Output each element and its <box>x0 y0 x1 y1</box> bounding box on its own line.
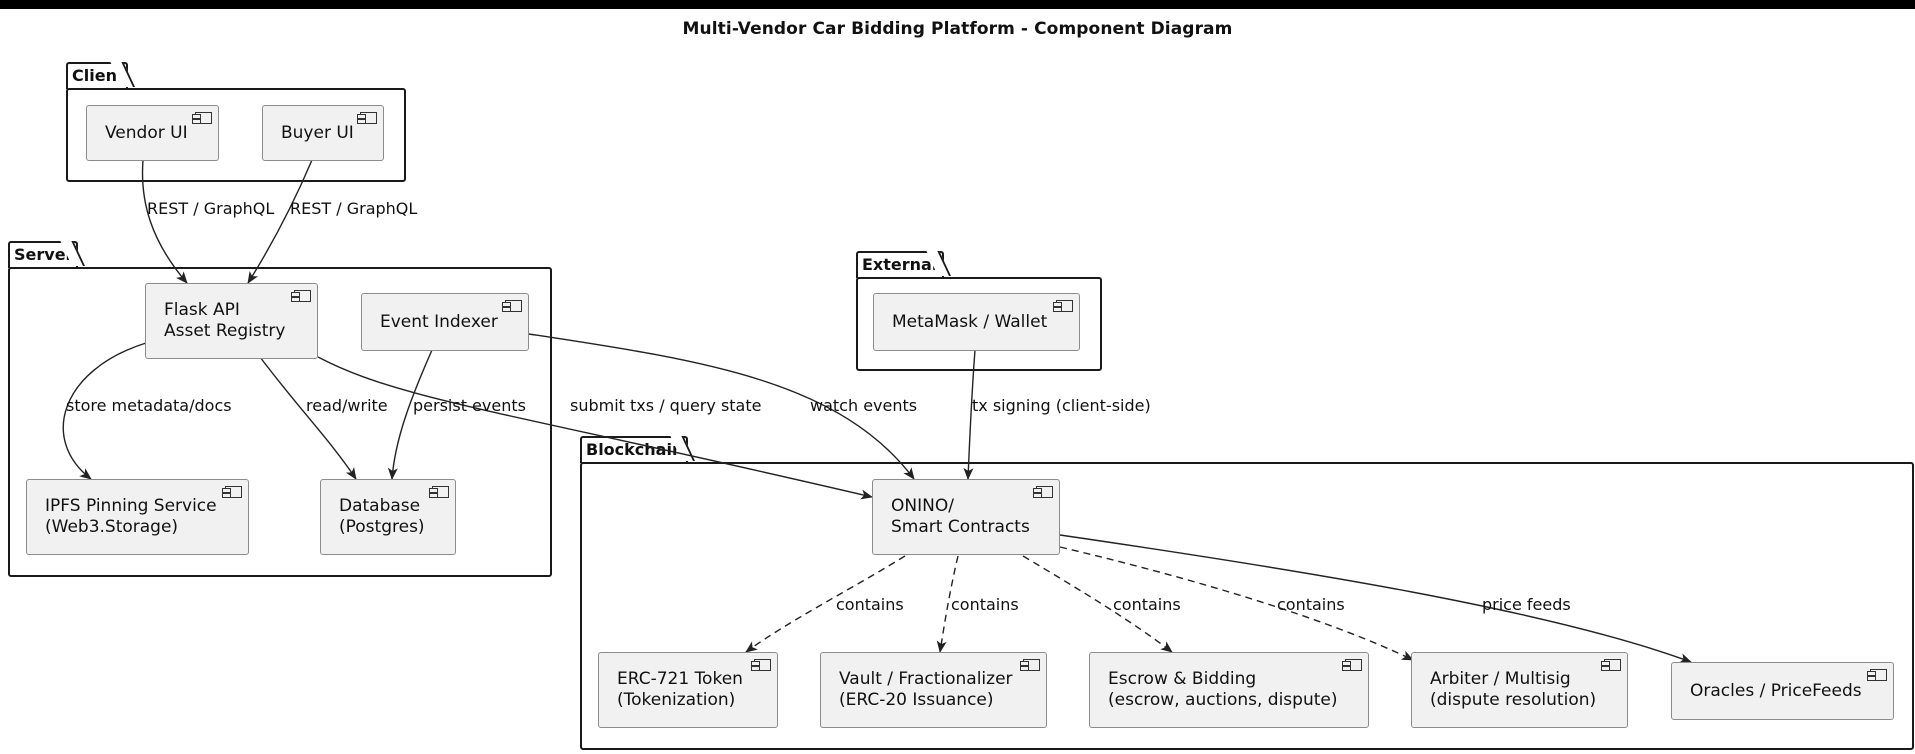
component-erc721: ERC-721 Token (Tokenization) <box>598 652 778 728</box>
diagram-title: Multi-Vendor Car Bidding Platform - Comp… <box>682 19 1233 39</box>
component-icon <box>222 486 242 498</box>
component-icon <box>502 300 522 312</box>
edge-vendor-to-flask <box>141 159 188 284</box>
component-metamask: MetaMask / Wallet <box>873 293 1080 351</box>
edge-label-vendor-to-flask: REST / GraphQL <box>147 199 275 218</box>
component-icon <box>192 112 212 124</box>
package-tab-server: Server <box>8 241 78 268</box>
component-vault: Vault / Fractionalizer (ERC-20 Issuance) <box>820 652 1047 728</box>
edge-indexer-to-db <box>387 349 433 480</box>
top-bar <box>0 0 1915 9</box>
component-onino: ONINO/ Smart Contracts <box>872 479 1060 555</box>
edge-onino-to-erc721 <box>745 555 906 653</box>
edge-onino-to-arbiter <box>1059 546 1414 661</box>
package-server <box>8 267 552 577</box>
component-icon <box>357 112 377 124</box>
edge-flask-to-ipfs <box>62 342 147 480</box>
edge-onino-to-escrow <box>1022 555 1173 653</box>
edge-onino-to-oracles <box>1059 534 1692 663</box>
edge-wallet-to-onino <box>963 349 976 480</box>
component-icon <box>429 486 449 498</box>
component-icon <box>1020 659 1040 671</box>
edge-label-indexer-to-onino: watch events <box>810 396 918 415</box>
package-blockchain <box>580 462 1914 750</box>
edge-label-onino-to-escrow: contains <box>1113 595 1181 614</box>
component-buyer-ui: Buyer UI <box>262 105 384 161</box>
edge-label-indexer-to-db: persist events <box>413 396 526 415</box>
edge-buyer-to-flask <box>247 159 313 284</box>
edge-label-flask-to-db: read/write <box>306 396 388 415</box>
component-database: Database (Postgres) <box>320 479 456 555</box>
edge-label-onino-to-vault: contains <box>951 595 1019 614</box>
package-tab-external: External <box>856 251 944 278</box>
component-icon <box>1601 659 1621 671</box>
package-client <box>66 88 406 182</box>
edge-label-onino-to-oracles: price feeds <box>1482 595 1571 614</box>
component-icon <box>1033 486 1053 498</box>
package-tab-blockchain: Blockchain <box>580 436 688 463</box>
component-icon <box>291 290 311 302</box>
component-icon <box>1342 659 1362 671</box>
package-tab-client: Client <box>66 62 128 89</box>
component-icon <box>1053 300 1073 312</box>
component-ipfs: IPFS Pinning Service (Web3.Storage) <box>26 479 249 555</box>
edge-flask-to-db <box>259 356 357 480</box>
component-vendor-ui: Vendor UI <box>86 105 219 161</box>
edge-indexer-to-onino <box>528 333 915 480</box>
package-external <box>856 277 1102 371</box>
edge-label-flask-to-onino: submit txs / query state <box>570 396 762 415</box>
edge-label-onino-to-erc721: contains <box>836 595 904 614</box>
edge-flask-to-onino <box>317 356 873 500</box>
edge-label-flask-to-ipfs: store metadata/docs <box>66 396 232 415</box>
component-flask-api: Flask API Asset Registry <box>145 283 318 359</box>
component-escrow: Escrow & Bidding (escrow, auctions, disp… <box>1089 652 1369 728</box>
component-arbiter: Arbiter / Multisig (dispute resolution) <box>1411 652 1628 728</box>
edge-label-wallet-to-onino: tx signing (client-side) <box>972 396 1151 415</box>
edge-label-onino-to-arbiter: contains <box>1277 595 1345 614</box>
edge-label-buyer-to-flask: REST / GraphQL <box>290 199 418 218</box>
edge-onino-to-vault <box>936 555 959 653</box>
component-icon <box>751 659 771 671</box>
component-event-indexer: Event Indexer <box>361 293 529 351</box>
component-oracles: Oracles / PriceFeeds <box>1671 662 1894 720</box>
component-icon <box>1867 669 1887 681</box>
